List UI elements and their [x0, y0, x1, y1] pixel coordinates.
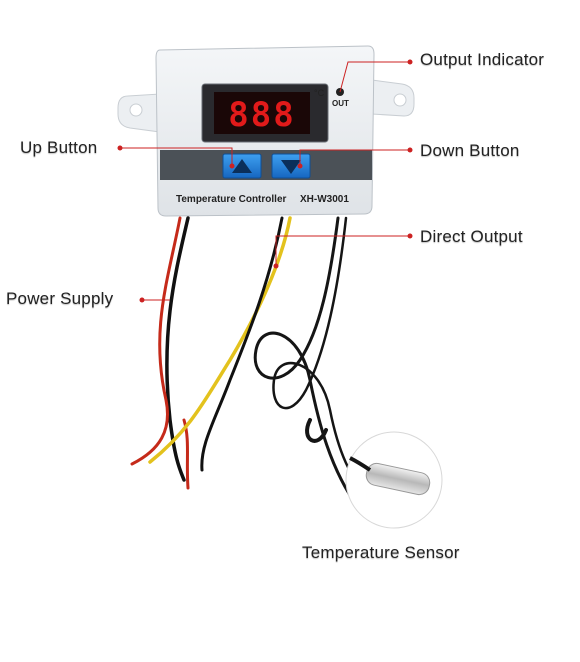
down-arrow-icon: [281, 160, 301, 174]
label-up-button: Up Button: [20, 138, 98, 157]
label-direct-output: Direct Output: [420, 227, 523, 246]
callout-output-indicator: [339, 59, 413, 93]
temperature-probe: [345, 431, 443, 529]
power-supply-wires: [130, 216, 190, 490]
up-arrow-icon: [232, 159, 252, 173]
out-label: OUT: [332, 99, 349, 108]
device-label-model: XH-W3001: [300, 194, 349, 205]
display-window: 888: [201, 83, 329, 143]
callout-direct-output: [273, 233, 413, 269]
unit-symbol: °C: [314, 88, 325, 98]
down-button[interactable]: [271, 153, 311, 179]
up-button[interactable]: [222, 153, 262, 179]
callout-power-supply: [139, 297, 170, 303]
callout-down-button: [297, 147, 413, 169]
label-temperature-sensor: Temperature Sensor: [302, 543, 460, 562]
mounting-ears: [117, 79, 415, 133]
display-digits: 888: [228, 95, 295, 135]
device-label-main: Temperature Controller: [176, 194, 286, 205]
direct-output-wires: [148, 216, 292, 472]
callout-up-button: [117, 145, 235, 169]
label-power-supply: Power Supply: [6, 289, 114, 308]
label-output-indicator: Output Indicator: [420, 50, 545, 69]
label-down-button: Down Button: [420, 141, 520, 160]
